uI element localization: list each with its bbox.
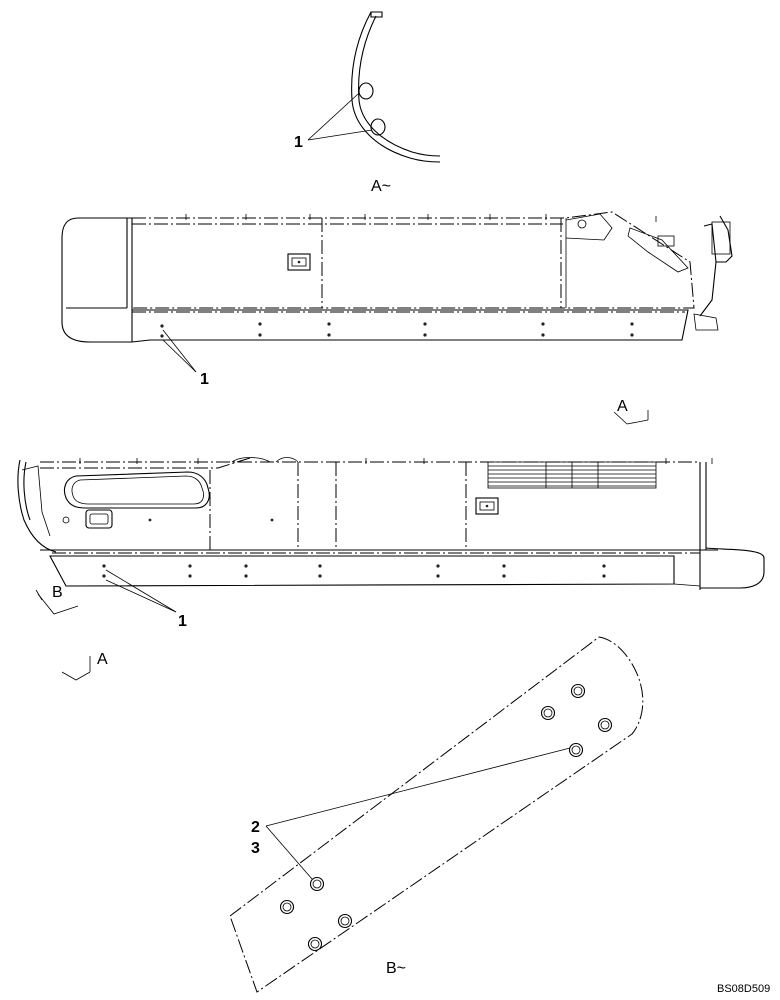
view-arrow-b [35, 589, 79, 615]
view-label-a-upper: A [617, 398, 628, 415]
callout-1-upper-view: 1 [200, 371, 209, 388]
detail-a-leader [307, 93, 373, 141]
detail-b-leader [265, 747, 571, 880]
drawing-code: BS08D509 [717, 983, 770, 995]
callout-1-lower-view: 1 [178, 613, 187, 630]
view-arrow-a-lower [61, 656, 91, 681]
detail-a-bracket [351, 11, 441, 163]
upper-view-leader [162, 329, 197, 373]
view-label-a-lower: A [97, 651, 108, 668]
callout-3-detail-b: 3 [251, 840, 260, 857]
view-label-b: B [52, 584, 63, 601]
detail-a-title: A~ [371, 178, 391, 195]
callout-2-detail-b: 2 [251, 819, 260, 836]
louvre-grille [487, 461, 657, 489]
detail-b-plate [229, 636, 644, 993]
detail-b-title: B~ [386, 960, 406, 977]
lower-view-leader [105, 569, 177, 613]
view-arrow-a-upper [613, 410, 649, 425]
callout-1-detail-a: 1 [294, 134, 303, 151]
upper-side-view [61, 211, 733, 343]
plate-bolt-holes [279, 683, 613, 952]
lower-side-view [17, 457, 765, 590]
